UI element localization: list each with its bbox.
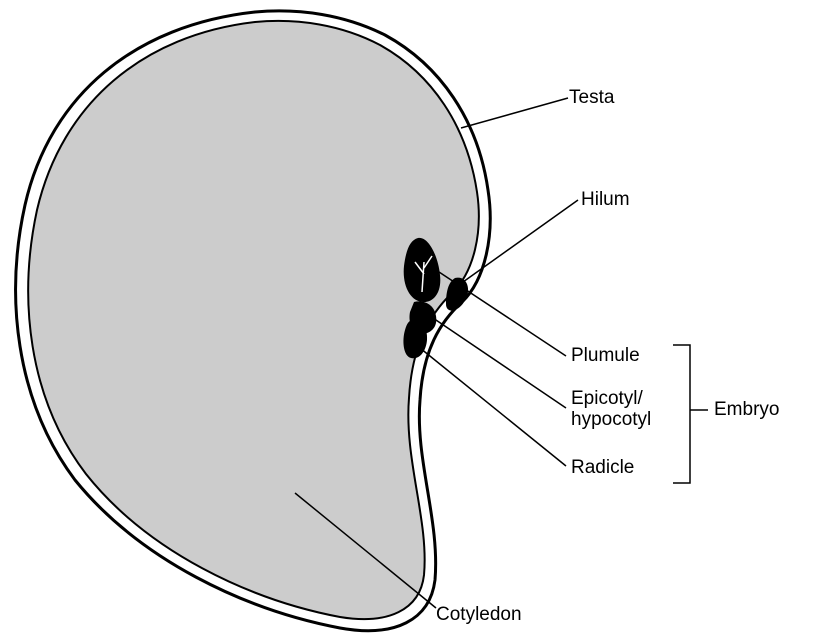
testa-label: Testa: [569, 87, 614, 108]
epicotyl-label-line2: hypocotyl: [571, 409, 651, 430]
testa-leader: [461, 98, 568, 128]
cotyledon-label: Cotyledon: [436, 604, 522, 625]
hilum-label: Hilum: [581, 189, 630, 210]
radicle-label: Radicle: [571, 457, 634, 478]
radicle-leader: [420, 348, 566, 466]
embryo-label: Embryo: [714, 399, 779, 420]
embryo-bracket: [673, 345, 708, 483]
epicotyl-label-line1: Epicotyl/: [571, 388, 643, 409]
plumule-leader: [436, 270, 566, 356]
plumule-label: Plumule: [571, 345, 640, 366]
epicotyl-leader: [433, 318, 566, 408]
